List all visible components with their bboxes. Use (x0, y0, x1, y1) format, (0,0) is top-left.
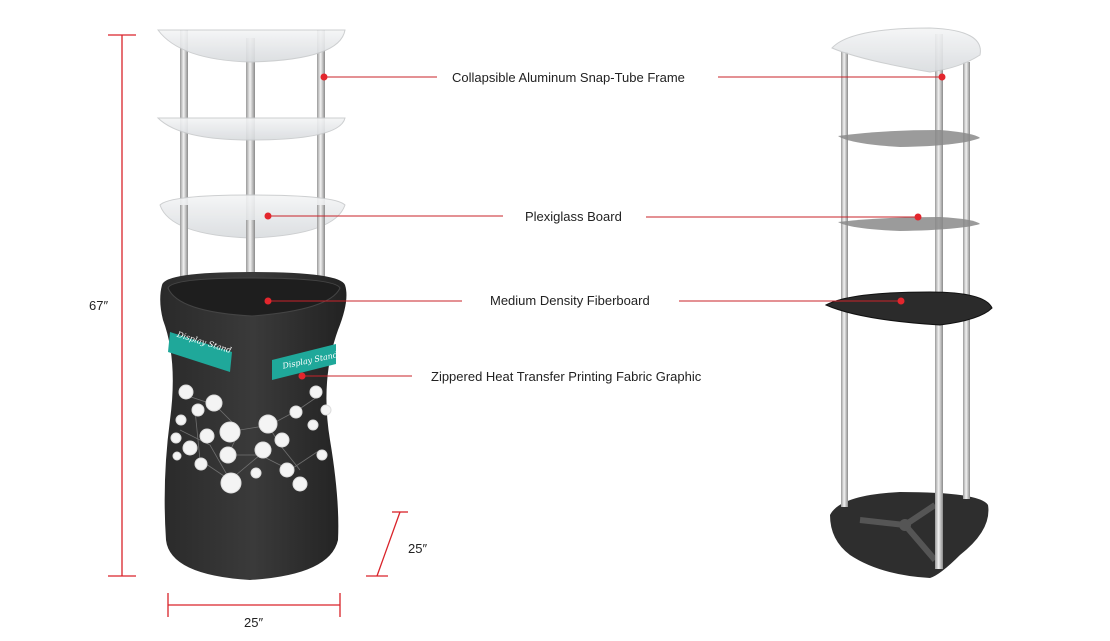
right-stand (824, 27, 993, 578)
frame-pole (180, 30, 188, 280)
plexiglass-shelf (838, 217, 980, 231)
plexiglass-shelf (159, 194, 346, 239)
callout-frame-label: Collapsible Aluminum Snap-Tube Frame (452, 70, 685, 85)
top-shelf (831, 27, 981, 73)
callout-dots (264, 73, 946, 380)
callout-plexiglass-label: Plexiglass Board (525, 209, 622, 224)
graphic-banner (168, 332, 232, 372)
middle-shelf (838, 130, 980, 147)
height-label: 67″ (89, 298, 109, 313)
fiberboard-shelf (824, 291, 993, 326)
frame-pole (963, 62, 970, 499)
graphic-banner (272, 344, 336, 380)
cabinet-top (167, 277, 341, 317)
top-shelf (157, 29, 346, 63)
frame-pole (246, 38, 255, 300)
width-dimension (167, 593, 341, 617)
width-label: 25″ (244, 615, 264, 630)
height-dimension (108, 34, 136, 577)
depth-dimension (366, 511, 408, 577)
cabinet-body (160, 272, 347, 580)
frame-pole (317, 30, 325, 280)
stand-base (830, 492, 989, 578)
callout-fiberboard-label: Medium Density Fiberboard (490, 293, 650, 308)
callout-lines (268, 76, 940, 377)
frame-pole (841, 52, 848, 507)
depth-label: 25″ (408, 541, 428, 556)
graphic-avatars (170, 384, 332, 494)
middle-shelf (156, 117, 346, 141)
left-stand (156, 29, 347, 580)
callout-fabric-label: Zippered Heat Transfer Printing Fabric G… (431, 369, 702, 384)
